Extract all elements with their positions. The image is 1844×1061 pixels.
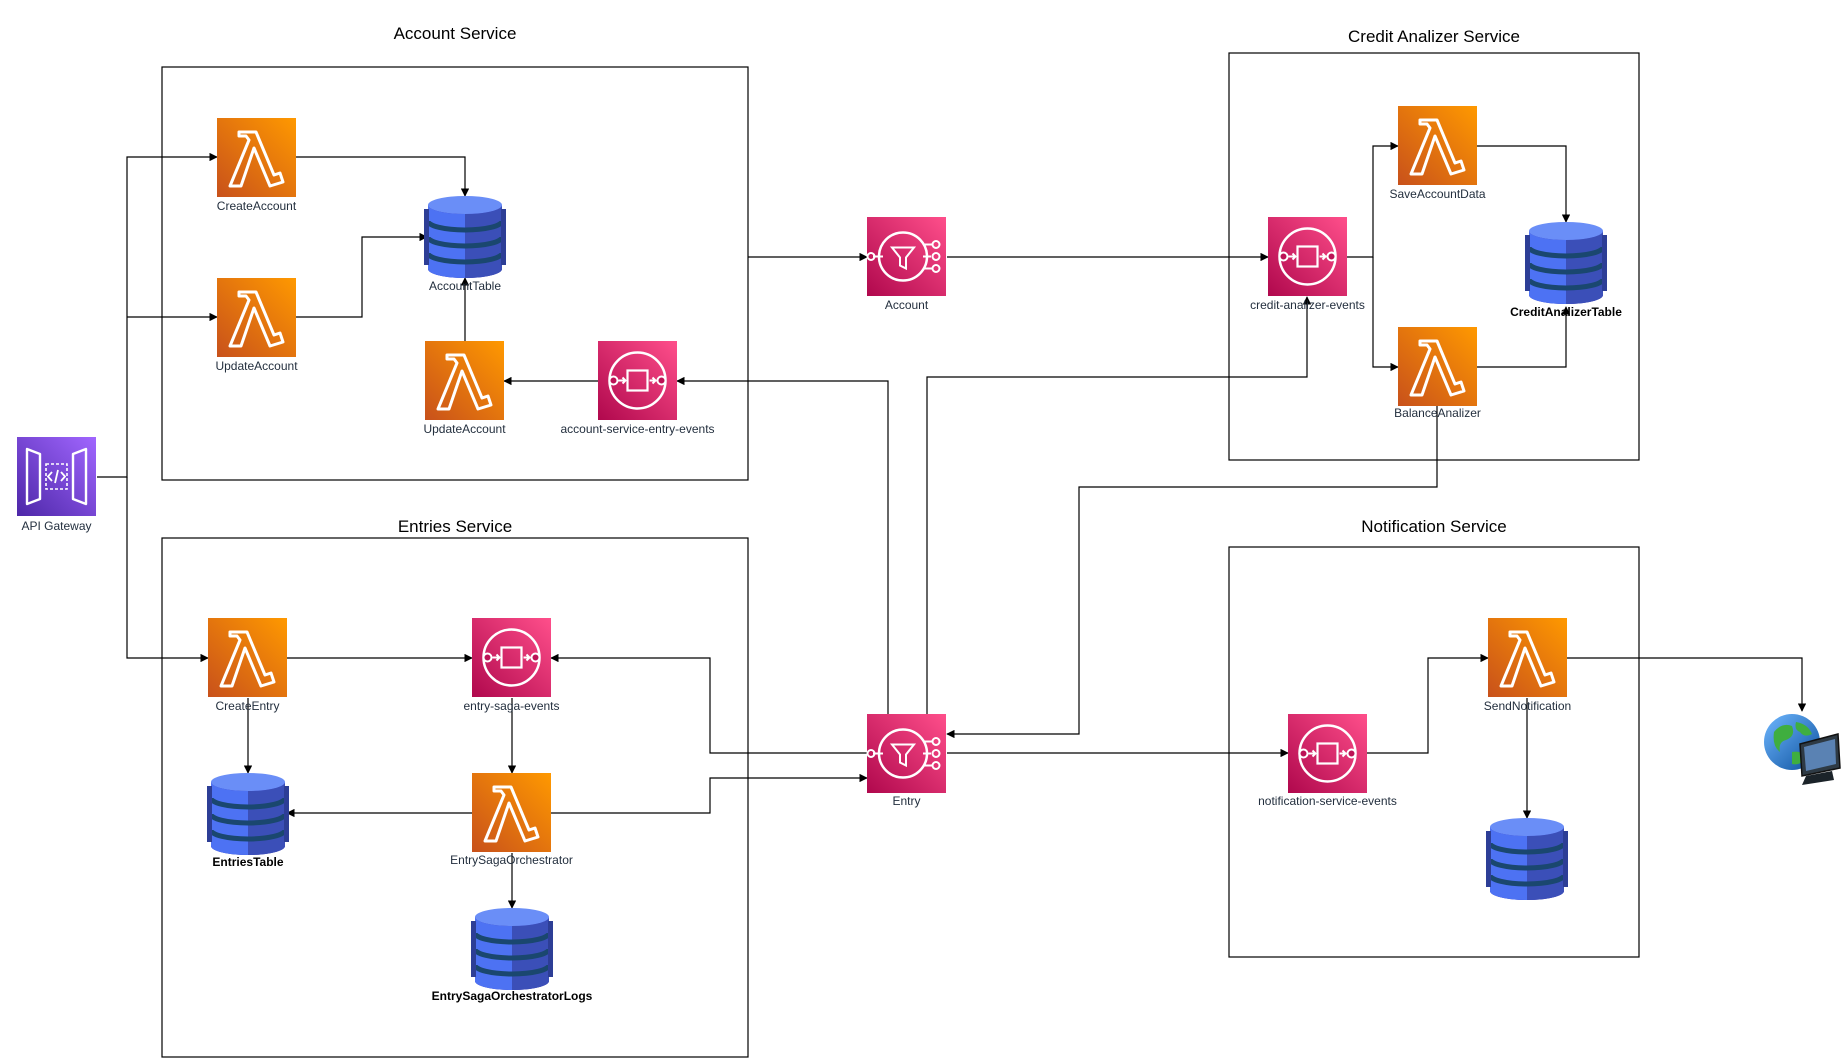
lambda-icon <box>208 618 287 697</box>
edge-credit-queue-to-save-account-data <box>1347 141 1399 258</box>
lambda-icon <box>1398 106 1477 185</box>
dynamodb-icon <box>471 908 553 990</box>
save-account-data-label: SaveAccountData <box>1389 187 1485 201</box>
connectors <box>97 141 1807 909</box>
notification-service-events-label: notification-service-events <box>1258 794 1397 808</box>
balance-analizer-node: BalanceAnalizer <box>1394 327 1481 420</box>
edge-save-account-data-to-credit-table <box>1477 145 1571 223</box>
edge-update-account-to-account-table <box>296 232 428 318</box>
entries-table-node: EntriesTable <box>207 773 289 869</box>
lambda-icon <box>1398 327 1477 406</box>
sns-icon <box>866 714 946 793</box>
edge-create-account-to-account-table <box>296 156 470 197</box>
entry-saga-orchestrator-logs-label: EntrySagaOrchestratorLogs <box>432 989 593 1003</box>
credit-analizer-events-label: credit-analizer-events <box>1250 298 1365 312</box>
edge-balance-analizer-to-credit-table <box>1477 306 1571 368</box>
account-topic-node: Account <box>866 217 946 312</box>
account-service-box <box>161 66 749 481</box>
create-entry-label: CreateEntry <box>215 699 279 713</box>
entry-saga-orchestrator-label: EntrySagaOrchestrator <box>450 853 573 867</box>
lambda-icon <box>1488 618 1567 697</box>
entry-topic-node: Entry <box>866 714 946 808</box>
create-account-node: CreateAccount <box>217 118 297 213</box>
edge-credit-queue-to-balance-analizer <box>1372 257 1399 372</box>
entries-service-box <box>161 537 749 1058</box>
sqs-icon <box>1288 714 1367 793</box>
send-notification-node: SendNotification <box>1484 618 1571 713</box>
update-account-consumer-label: UpdateAccount <box>423 422 506 436</box>
dynamodb-icon <box>207 773 289 855</box>
create-entry-node: CreateEntry <box>208 618 287 713</box>
account-service-entry-events-label: account-service-entry-events <box>560 422 714 436</box>
sqs-icon <box>598 341 677 420</box>
api-gateway-icon <box>17 437 96 516</box>
dynamodb-icon <box>424 196 506 278</box>
edge-balance-analizer-to-entry-topic <box>946 406 1438 739</box>
notification-service-title: Notification Service <box>1361 517 1507 536</box>
entries-service-title: Entries Service <box>398 517 512 536</box>
entry-topic-label: Entry <box>892 794 920 808</box>
edge-entry-topic-to-entry-saga-queue <box>550 653 867 754</box>
sqs-icon <box>1268 217 1347 296</box>
entries-service-group: Entries Service <box>161 517 749 1058</box>
edge-entry-topic-to-credit-queue <box>926 296 1312 715</box>
edge-send-notification-to-internet <box>1567 657 1807 712</box>
account-service-entry-events-node: account-service-entry-events <box>560 341 715 436</box>
credit-analizer-events-node: credit-analizer-events <box>1250 217 1365 312</box>
entry-saga-orchestrator-node: EntrySagaOrchestrator <box>450 773 573 867</box>
lambda-icon <box>217 278 296 357</box>
update-account-consumer-node: UpdateAccount <box>423 341 506 436</box>
account-service-title: Account Service <box>394 24 517 43</box>
account-table-label: AccountTable <box>429 279 501 293</box>
balance-analizer-label: BalanceAnalizer <box>1394 406 1481 420</box>
api-gateway-node: API Gateway <box>17 437 96 533</box>
sqs-icon <box>472 618 551 697</box>
update-account-api-node: UpdateAccount <box>215 278 298 373</box>
entry-saga-orchestrator-logs-node: EntrySagaOrchestratorLogs <box>432 908 593 1003</box>
entry-saga-events-node: entry-saga-events <box>463 618 560 713</box>
update-account-api-label: UpdateAccount <box>215 359 298 373</box>
edge-apigw-to-create-entry <box>126 477 209 663</box>
lambda-icon <box>425 341 504 420</box>
globe-computer-icon <box>1764 714 1841 785</box>
send-notification-label: SendNotification <box>1484 699 1571 713</box>
credit-analizer-service-title: Credit Analizer Service <box>1348 27 1520 46</box>
edge-notification-queue-to-send-notification <box>1367 653 1489 754</box>
entries-table-label: EntriesTable <box>212 855 283 869</box>
sns-icon <box>866 217 946 296</box>
account-service-group: Account Service <box>161 24 749 481</box>
dynamodb-icon <box>1486 818 1568 900</box>
edge-orchestrator-to-entry-topic <box>551 773 868 814</box>
create-account-label: CreateAccount <box>217 199 297 213</box>
edge-entry-topic-to-account-entry-queue <box>676 376 889 715</box>
account-table-node: AccountTable <box>424 196 506 293</box>
lambda-icon <box>217 118 296 197</box>
credit-analizer-table-node: CreditAnalizerTable <box>1510 222 1622 319</box>
notification-service-events-node: notification-service-events <box>1258 714 1397 808</box>
dynamodb-icon <box>1525 222 1607 304</box>
notification-table-node <box>1486 818 1568 900</box>
lambda-icon <box>472 773 551 852</box>
api-gateway-label: API Gateway <box>21 519 91 533</box>
entry-saga-events-label: entry-saga-events <box>463 699 559 713</box>
notification-service-box <box>1228 546 1640 958</box>
save-account-data-node: SaveAccountData <box>1389 106 1486 201</box>
internet-client-node <box>1764 714 1841 785</box>
credit-analizer-table-label: CreditAnalizerTable <box>1510 305 1622 319</box>
notification-service-group: Notification Service <box>1228 517 1640 958</box>
account-topic-label: Account <box>885 298 929 312</box>
